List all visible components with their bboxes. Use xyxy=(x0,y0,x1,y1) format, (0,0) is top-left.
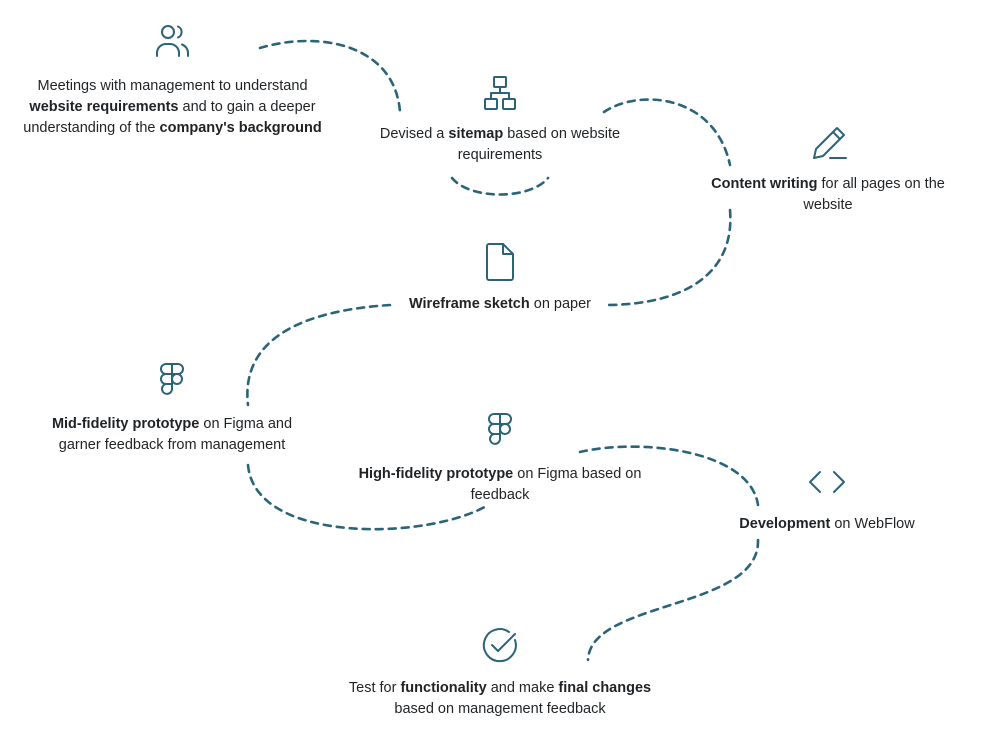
caption-text: and to gain a deeper understanding of th… xyxy=(23,99,316,136)
step-mid-fidelity: Mid-fidelity prototype on Figma and garn… xyxy=(30,360,314,456)
caption-emphasis: Mid-fidelity prototype xyxy=(51,416,200,432)
connector-6 xyxy=(246,463,490,531)
caption-emphasis: sitemap xyxy=(448,126,504,142)
step-caption: Meetings with management to understand w… xyxy=(20,76,325,139)
caption-text: and make xyxy=(486,680,559,696)
caption-text: Devised a xyxy=(379,126,449,142)
caption-text: on WebFlow xyxy=(830,516,915,532)
caption-text: on Figma based on feedback xyxy=(470,466,642,503)
step-wireframe-sketch: Wireframe sketch on paper xyxy=(380,240,620,315)
step-requirements-meeting: Meetings with management to understand w… xyxy=(20,20,325,139)
caption-emphasis: Development xyxy=(739,516,831,532)
users-icon xyxy=(151,20,195,64)
check-circle-icon xyxy=(478,624,522,668)
caption-text: for all pages on the website xyxy=(803,176,945,213)
caption-emphasis: High-fidelity prototype xyxy=(358,466,514,482)
connector-2 xyxy=(450,176,550,196)
caption-text: on paper xyxy=(529,296,592,312)
step-caption: Devised a sitemap based on website requi… xyxy=(350,124,650,166)
connector-5 xyxy=(246,303,392,407)
step-content-writing: Content writing for all pages on the web… xyxy=(690,122,966,216)
connector-1 xyxy=(258,39,402,114)
step-caption: Content writing for all pages on the web… xyxy=(690,174,966,216)
caption-emphasis: functionality xyxy=(400,680,487,696)
figma-icon xyxy=(150,360,194,404)
caption-text: based on management feedback xyxy=(394,701,606,717)
caption-emphasis: final changes xyxy=(558,680,652,696)
document-icon xyxy=(478,240,522,284)
caption-text: based on website requirements xyxy=(457,126,621,163)
caption-text: Meetings with management to understand xyxy=(37,78,308,94)
step-development: Development on WebFlow xyxy=(712,460,942,535)
step-caption: Wireframe sketch on paper xyxy=(380,294,620,315)
sitemap-icon xyxy=(478,72,522,116)
figma-icon xyxy=(478,410,522,454)
connector-3 xyxy=(602,98,732,167)
connector-4 xyxy=(606,208,732,307)
caption-emphasis: company's background xyxy=(159,120,322,136)
step-caption: High-fidelity prototype on Figma based o… xyxy=(350,464,650,506)
step-caption: Mid-fidelity prototype on Figma and garn… xyxy=(30,414,314,456)
pencil-icon xyxy=(808,122,852,166)
caption-emphasis: Content writing xyxy=(711,176,818,192)
caption-emphasis: website requirements xyxy=(29,99,179,115)
connector-8 xyxy=(586,538,760,662)
code-icon xyxy=(805,460,849,504)
step-caption: Development on WebFlow xyxy=(712,514,942,535)
caption-text: on Figma and garner feedback from manage… xyxy=(58,416,293,453)
step-high-fidelity: High-fidelity prototype on Figma based o… xyxy=(350,410,650,506)
step-caption: Test for functionality and make final ch… xyxy=(340,678,660,720)
caption-emphasis: Wireframe sketch xyxy=(408,296,530,312)
connector-7 xyxy=(578,445,760,507)
step-sitemap: Devised a sitemap based on website requi… xyxy=(350,72,650,166)
step-testing: Test for functionality and make final ch… xyxy=(340,624,660,720)
caption-text: Test for xyxy=(348,680,401,696)
